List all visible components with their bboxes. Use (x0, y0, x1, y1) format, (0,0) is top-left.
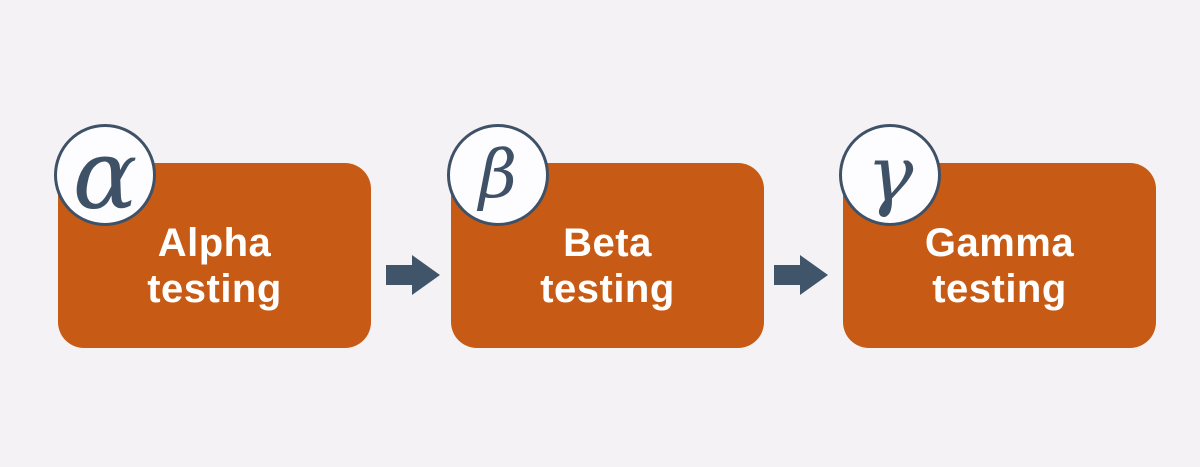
gamma-badge: γ (839, 124, 941, 226)
beta-label-line2: testing (540, 267, 675, 311)
alpha-badge: α (54, 124, 156, 226)
arrow-right-icon (774, 255, 828, 295)
gamma-label-line1: Gamma (924, 221, 1075, 265)
beta-icon: β (478, 136, 518, 213)
beta-label-line1: Beta (563, 221, 652, 265)
alpha-label-line2: testing (147, 267, 282, 311)
alpha-icon: α (72, 124, 138, 226)
gamma-label-line2: testing (932, 267, 1067, 311)
alpha-label-line1: Alpha (157, 221, 272, 265)
gamma-icon: γ (866, 130, 914, 220)
beta-badge: β (447, 124, 549, 226)
arrow-right-icon (386, 255, 440, 295)
